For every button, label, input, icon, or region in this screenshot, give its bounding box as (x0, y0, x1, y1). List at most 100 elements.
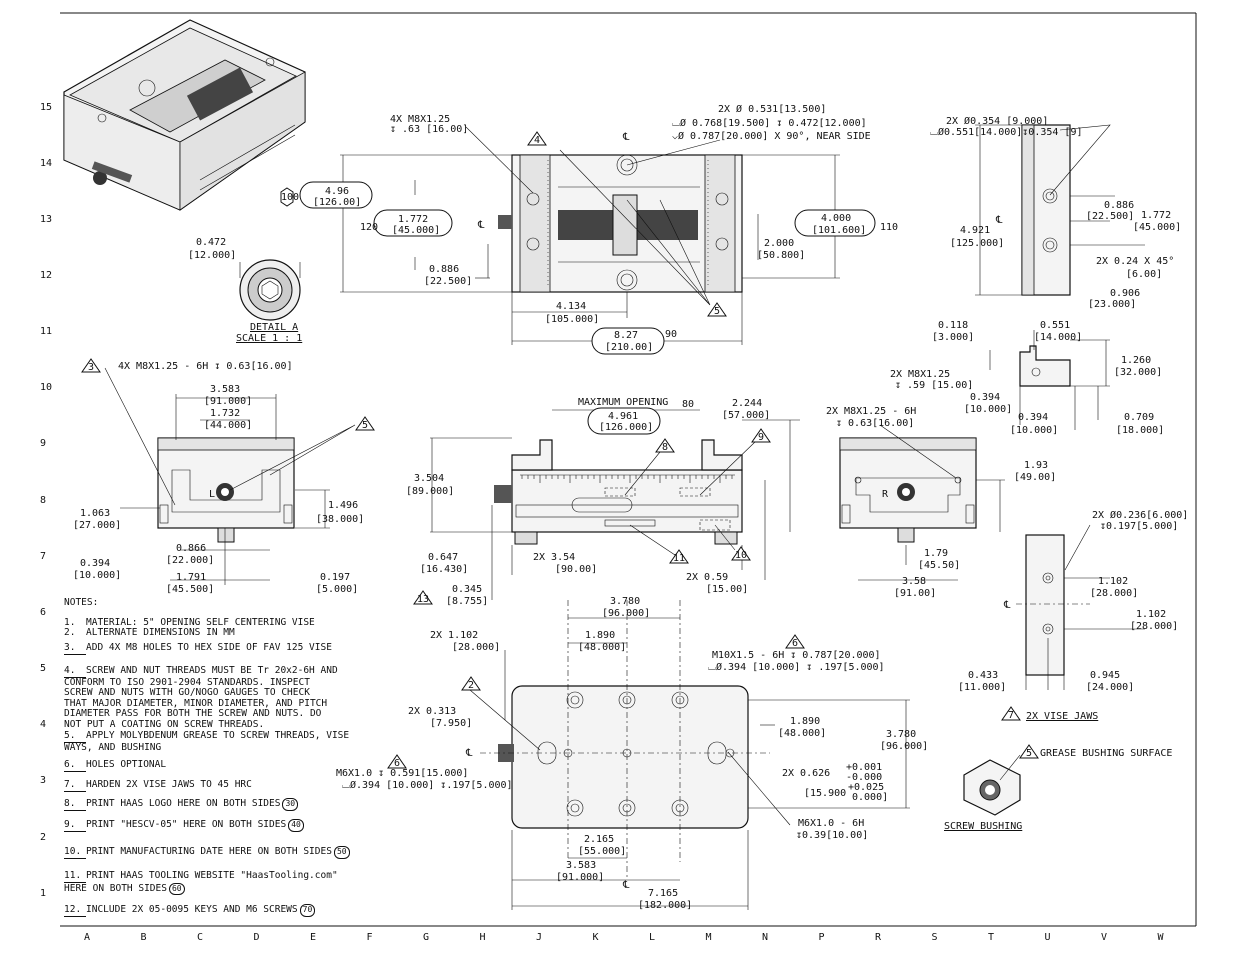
row-label: 15 (40, 102, 52, 113)
front-view: MAXIMUM OPENING 4.961 [126.000] 80 2.244… (406, 397, 800, 607)
col-label: R (875, 932, 882, 943)
jaw-d0945-mm: [24.000] (1086, 682, 1134, 693)
jaw-d0433-mm: [11.000] (958, 682, 1006, 693)
note-item: 5.APPLY MOLYBDENUM GREASE TO SCREW THREA… (64, 730, 350, 753)
note-code: 50 (333, 846, 350, 859)
col-label: E (310, 932, 316, 943)
side-cbore: ⌴Ø0.551[14.000]↧0.354 [9] (930, 126, 1083, 138)
bottom-d15900-dn: 0.000] (852, 792, 888, 803)
detail-a-view: 0.472 [12.000] DETAIL A SCALE 1 : 1 (188, 237, 302, 344)
bottom-tag-6: 6 (792, 638, 798, 649)
top-centerline-left: ℄ (477, 220, 485, 231)
side-h0886: 0.886 (1104, 200, 1134, 211)
bottom-d7165-mm: [182.000] (638, 900, 692, 911)
notes-title: NOTES: (64, 597, 99, 608)
side-h4921-mm: [125.000] (950, 238, 1004, 249)
bottom-tag-2: 2 (468, 680, 474, 691)
bushing-caption: SCREW BUSHING (944, 821, 1022, 832)
col-label: U (1045, 932, 1051, 943)
row-label: 11 (40, 326, 52, 337)
col-label: W (1158, 932, 1165, 943)
left-w1732: 1.732 (210, 408, 240, 419)
bottom-m6: M6X1.0 ↧ 0.591[15.000] (336, 768, 468, 779)
side-h1772-mm: [45.000] (1133, 222, 1181, 233)
top-holes-2x: 2X Ø 0.531[13.500] (718, 103, 826, 115)
right-d358: 3.58 (902, 576, 926, 587)
detail-a-scale: SCALE 1 : 1 (236, 333, 302, 344)
bottom-view: 3.780 [96.000] 1.890 [48.000] 2X 1.102 [… (336, 596, 928, 911)
bottom-tag-6b: 6 (394, 758, 400, 769)
note-code: 60 (168, 882, 185, 895)
left-h1063: 1.063 (80, 508, 110, 519)
left-tag-3: 3 (88, 362, 94, 373)
bottom-d0313-mm: [7.950] (430, 718, 472, 729)
note-item: 4.SCREW AND NUT THREADS MUST BE Tr 20x2-… (64, 665, 338, 730)
row-label: 14 (40, 158, 52, 169)
bottom-m6-cbore: ⌴Ø.394 [10.000] ↧.197[5.000] (342, 779, 513, 791)
bottom-d3583: 3.583 (566, 860, 596, 871)
screw-bushing: 5 GREASE BUSHING SURFACE SCREW BUSHING (944, 744, 1172, 832)
col-label: K (593, 932, 599, 943)
bottom-v1890-mm: [48.000] (778, 728, 826, 739)
note-number: 12. (64, 904, 86, 917)
col-label: M (706, 932, 712, 943)
side-h4921: 4.921 (960, 225, 990, 236)
col-label: B (141, 932, 147, 943)
left-end-view: 3 5 4X M8X1.25 - 6H ↧ 0.63[16.00] 3.583 … (73, 358, 375, 595)
bottom-d0626-up: +0.001 (846, 762, 882, 773)
side-w0906-mm: [23.000] (1088, 299, 1136, 310)
top-h4000-code: 110 (880, 222, 898, 233)
side-centerline: ℄ (995, 215, 1003, 226)
bottom-centerline-left: ℄ (465, 748, 473, 759)
jaw-d0551: 0.551 (1040, 320, 1070, 331)
note-item: 3.ADD 4X M8 HOLES TO HEX SIDE OF FAV 125… (64, 642, 332, 655)
left-h1496: 1.496 (328, 500, 358, 511)
detail-a-label: DETAIL A (250, 322, 298, 333)
note-number: 10. (64, 846, 86, 859)
top-w4134-mm: [105.000] (545, 314, 599, 325)
right-thread-depth: ↧ 0.63[16.00] (836, 418, 914, 429)
top-h1772-code: 120 (360, 222, 378, 233)
jaw-d1260-mm: [32.000] (1114, 367, 1162, 378)
front-d354-mm: [90.00] (555, 564, 597, 575)
bottom-m6b: M6X1.0 - 6H (798, 818, 864, 829)
bottom-v3780: 3.780 (886, 729, 916, 740)
note-number: 6. (64, 759, 86, 772)
row-label: 1 (40, 888, 46, 899)
bottom-d1102-mm: [28.000] (452, 642, 500, 653)
jaw-d1102b: 1.102 (1136, 609, 1166, 620)
top-tag-4: 4 (534, 135, 540, 146)
right-thread: 2X M8X1.25 - 6H (826, 406, 916, 417)
col-label: F (367, 932, 373, 943)
bottom-d1890: 1.890 (585, 630, 615, 641)
bottom-d2165-mm: [55.000] (578, 846, 626, 857)
jaw-centerline: ℄ (1003, 600, 1011, 611)
front-tag-10: 10 (735, 550, 747, 561)
jaw-d0118: 0.118 (938, 320, 968, 331)
jaw-d0551-mm: [14.000] (1034, 332, 1082, 343)
detail-a-dim: 0.472 (196, 237, 226, 248)
top-h1772: 1.772 (398, 214, 428, 225)
row-label: 10 (40, 382, 52, 393)
front-d0345: 0.345 (452, 584, 482, 595)
bottom-d3780: 3.780 (610, 596, 640, 607)
jaw-d1102b-mm: [28.000] (1130, 621, 1178, 632)
front-d2244: 2.244 (732, 398, 762, 409)
top-h496-mm: [126.00] (313, 197, 361, 208)
note-text: APPLY MOLYBDENUM GREASE TO SCREW THREADS… (64, 730, 350, 753)
front-d2244-mm: [57.000] (722, 410, 770, 421)
top-h496-code: 100 (281, 192, 299, 203)
jaw-d0945: 0.945 (1090, 670, 1120, 681)
col-label: H (480, 932, 486, 943)
top-w827-code: 90 (665, 329, 677, 340)
note-code: 30 (282, 798, 299, 811)
front-tag-8: 8 (662, 442, 668, 453)
bottom-d1102: 2X 1.102 (430, 630, 478, 641)
note-number: 8. (64, 798, 86, 811)
front-max-open: MAXIMUM OPENING (578, 397, 668, 408)
note-text: INCLUDE 2X 05-0095 KEYS AND M6 SCREWS (86, 904, 298, 915)
